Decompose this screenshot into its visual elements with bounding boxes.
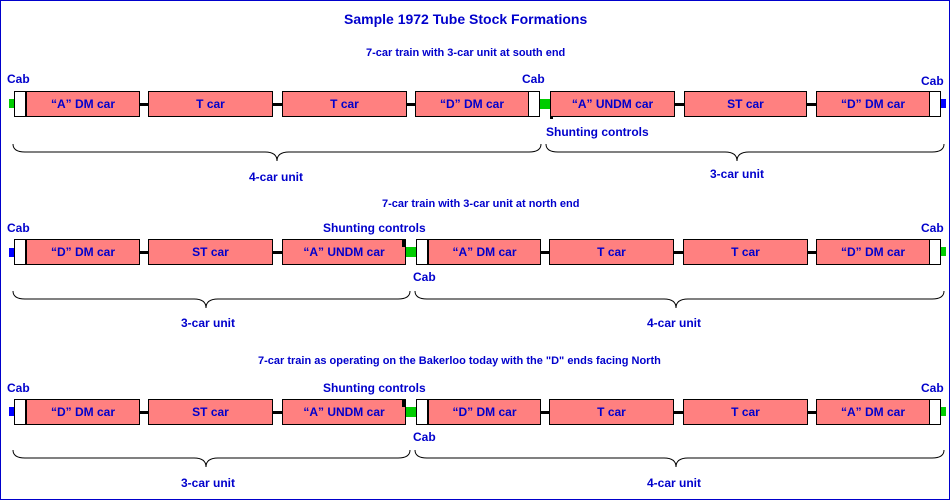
formation-1-coupler-4 — [675, 103, 684, 106]
formation-2-shunting-marker — [402, 239, 405, 247]
formation-3-coupler-5 — [808, 411, 816, 414]
formation-2-unit-2-label: 4-car unit — [647, 316, 702, 330]
formation-1-car-3: T car — [282, 91, 407, 117]
formation-2-coupler-2 — [273, 251, 282, 254]
formation-2-car-2: ST car — [148, 239, 273, 265]
formation-2-car-4: “A” DM car — [428, 239, 541, 265]
formation-3-unit-2-label: 4-car unit — [647, 476, 702, 490]
formation-1-blue-end-right — [941, 99, 946, 108]
formation-1-shunting-label: Shunting controls — [546, 125, 649, 139]
formation-2-brace-unit-1 — [12, 290, 411, 309]
formation-3-green-end-right — [941, 407, 946, 416]
formation-2-caption: 7-car train with 3-car unit at north end — [382, 198, 580, 210]
formation-2-car-6: T car — [683, 239, 808, 265]
formation-1-car-5: “A” UNDM car — [550, 91, 675, 117]
formation-1-car-4: “D” DM car — [415, 91, 529, 117]
formation-1-car-6: ST car — [684, 91, 807, 117]
formation-3-coupler-3 — [541, 411, 549, 414]
formation-1-coupler-5 — [807, 103, 816, 106]
formation-2-cab-3 — [929, 239, 941, 265]
formation-2-cab-label-middle: Cab — [413, 270, 436, 284]
formation-1-cab-3 — [929, 91, 941, 117]
formation-1-coupler-3 — [407, 103, 415, 106]
formation-2-brace-unit-2 — [414, 290, 945, 309]
formation-2-blue-end-left — [9, 248, 15, 257]
formation-2-green-coupling — [406, 247, 416, 257]
formation-2-car-5: T car — [549, 239, 674, 265]
formation-3-car-2: ST car — [148, 399, 273, 425]
formation-1-cab-label-right: Cab — [921, 74, 944, 88]
formation-2-unit-1-label: 3-car unit — [181, 316, 236, 330]
formation-1-brace-unit-2 — [545, 143, 945, 162]
formation-2-shunting-label: Shunting controls — [323, 221, 426, 235]
formation-3-shunting-label: Shunting controls — [323, 381, 426, 395]
diagram-title: Sample 1972 Tube Stock Formations — [344, 11, 588, 27]
formation-2-coupler-5 — [808, 251, 816, 254]
formation-3-green-coupling — [406, 407, 416, 417]
formation-2-car-3: “A” UNDM car — [282, 239, 406, 265]
formation-1-car-2: T car — [148, 91, 273, 117]
formation-3-coupler-1 — [140, 411, 148, 414]
formation-2-car-7: “D” DM car — [816, 239, 930, 265]
formation-3-car-5: T car — [549, 399, 674, 425]
formation-1-green-end-left — [9, 99, 15, 108]
formation-3-blue-end-left — [9, 407, 15, 416]
formation-1-cab-label-middle: Cab — [522, 72, 545, 86]
formation-2-cab-label-left: Cab — [7, 221, 30, 235]
formation-3-shunting-marker — [402, 399, 405, 407]
formation-2-green-end-right — [941, 247, 946, 256]
formation-3-car-6: T car — [683, 399, 808, 425]
formation-3-brace-unit-2 — [414, 449, 945, 468]
formation-2-cab-2 — [416, 239, 428, 265]
formation-3-coupler-4 — [674, 411, 683, 414]
formation-3-cab-3 — [929, 399, 941, 425]
formation-2-coupler-4 — [674, 251, 683, 254]
formation-1-brace-unit-1 — [12, 143, 542, 162]
formation-2-cab-1 — [14, 239, 26, 265]
formation-1-cab-2 — [528, 91, 540, 117]
formation-3-cab-2 — [416, 399, 428, 425]
formation-3-cab-label-middle: Cab — [413, 430, 436, 444]
formation-1-coupler-2 — [273, 103, 282, 106]
formation-2-coupler-1 — [140, 251, 148, 254]
formation-3-brace-unit-1 — [12, 449, 411, 468]
formation-1-car-1: “A” DM car — [26, 91, 140, 117]
formation-3-car-4: “D” DM car — [428, 399, 541, 425]
formation-3-car-7: “A” DM car — [816, 399, 930, 425]
formation-1-cab-label-left: Cab — [7, 72, 30, 86]
formation-3-cab-1 — [14, 399, 26, 425]
formation-2-cab-label-right: Cab — [921, 221, 944, 235]
formation-3-car-3: “A” UNDM car — [282, 399, 406, 425]
formation-1-car-7: “D” DM car — [816, 91, 930, 117]
formation-3-unit-1-label: 3-car unit — [181, 476, 236, 490]
formation-3-car-1: “D” DM car — [26, 399, 140, 425]
formation-1-cab-1 — [14, 91, 26, 117]
formation-1-green-coupling — [540, 99, 550, 109]
formation-3-caption: 7-car train as operating on the Bakerloo… — [258, 355, 661, 367]
formation-3-cab-label-left: Cab — [7, 381, 30, 395]
formation-2-car-1: “D” DM car — [26, 239, 140, 265]
formation-1-unit-2-label: 3-car unit — [710, 167, 765, 181]
formation-3-coupler-2 — [273, 411, 282, 414]
formation-1-coupler-1 — [140, 103, 148, 106]
formation-2-coupler-3 — [541, 251, 549, 254]
formation-1-caption: 7-car train with 3-car unit at south end — [366, 47, 566, 59]
formation-3-cab-label-right: Cab — [921, 381, 944, 395]
formation-1-unit-1-label: 4-car unit — [249, 170, 304, 184]
